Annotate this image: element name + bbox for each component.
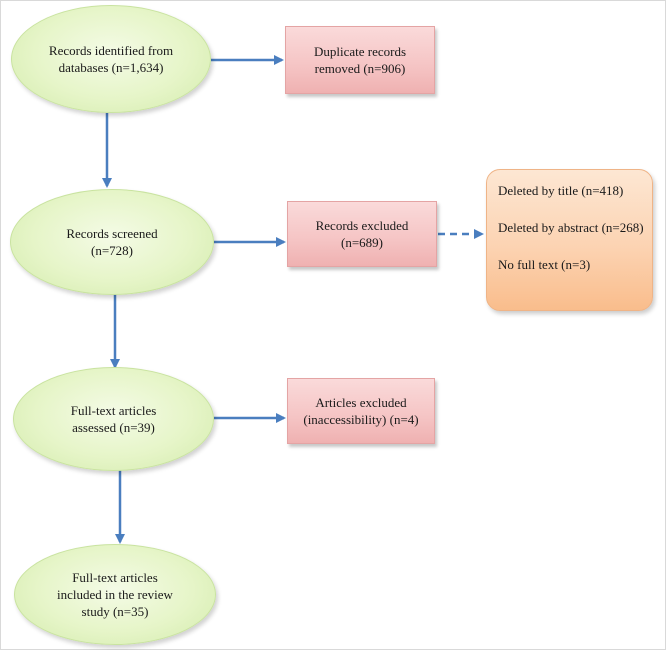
full-text-assessed-node: Full-text articles assessed (n=39) — [13, 367, 214, 471]
records-excluded-box: Records excluded (n=689) — [287, 201, 437, 267]
duplicates-removed-label: Duplicate records removed (n=906) — [313, 44, 407, 76]
deleted-by-title-item: Deleted by title (n=418) — [498, 183, 624, 198]
duplicates-removed-box: Duplicate records removed (n=906) — [285, 26, 435, 94]
articles-excluded-label: Articles excluded (inaccessibility) (n=4… — [303, 395, 419, 427]
full-text-included-label: Full-text articles included in the revie… — [57, 570, 173, 619]
full-text-included-node: Full-text articles included in the revie… — [14, 544, 216, 645]
records-screened-label: Records screened (n=728) — [66, 226, 158, 258]
exclusion-details-box: Deleted by title (n=418) Deleted by abst… — [486, 169, 653, 311]
articles-excluded-box: Articles excluded (inaccessibility) (n=4… — [287, 378, 435, 444]
records-excluded-label: Records excluded (n=689) — [315, 218, 409, 250]
no-full-text-item: No full text (n=3) — [498, 257, 591, 272]
full-text-assessed-label: Full-text articles assessed (n=39) — [70, 403, 157, 435]
deleted-by-abstract-item: Deleted by abstract (n=268) — [498, 220, 644, 235]
records-screened-node: Records screened (n=728) — [10, 189, 214, 295]
records-identified-label: Records identified from databases (n=1,6… — [48, 43, 174, 75]
records-identified-node: Records identified from databases (n=1,6… — [11, 5, 211, 113]
